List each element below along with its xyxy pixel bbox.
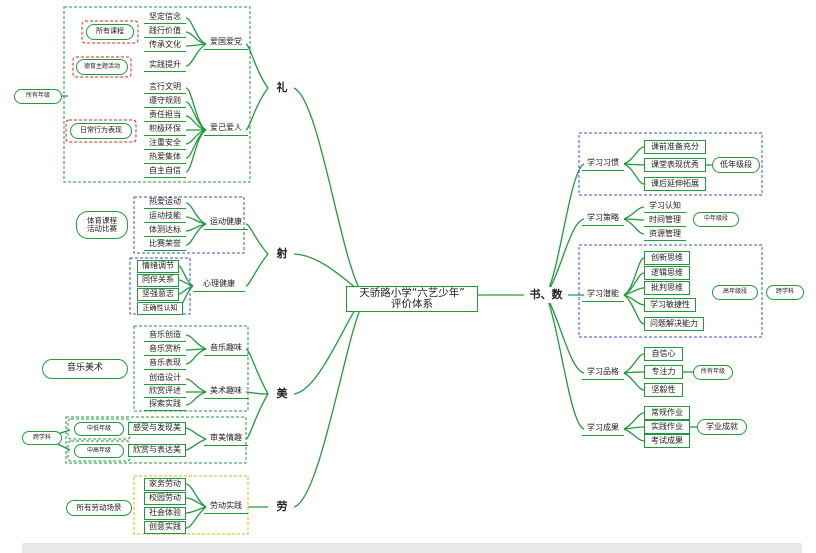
li-aiguo[interactable]: 爱国爱党 [204,36,248,50]
lao-practice[interactable]: 劳动实践 [204,500,248,514]
li-aiji-item[interactable]: 言行文明 [144,81,186,94]
she-health-item[interactable]: 比赛荣誉 [144,238,186,251]
li-aiji[interactable]: 爱己爱人 [204,122,248,136]
shu-habit-item[interactable]: 课堂表现优秀 [644,158,706,172]
shu-strategy-item[interactable]: 时间管理 [644,214,686,227]
li-tag-daily[interactable]: 日常行为表现 [70,123,132,139]
she-mental-item[interactable]: 情绪调节 [137,260,179,273]
shu-potential-item[interactable]: 创新思维 [644,251,690,265]
branch-shu[interactable]: 书、数 [524,287,568,303]
she-mental-item[interactable]: 正确性认知 [137,302,183,315]
shu-habit-item[interactable]: 课前准备充分 [644,140,706,154]
mei-art-item[interactable]: 欣赏评述 [144,385,186,398]
shu-quality-item[interactable]: 自信心 [644,347,683,361]
mei-art-item[interactable]: 探索实践 [144,398,186,411]
li-aiguo-item[interactable]: 传承文化 [144,39,186,52]
shu-strategy-item[interactable]: 学习认知 [644,200,686,213]
li-aiji-item[interactable]: 热爱集体 [144,151,186,164]
li-tag-all-grades[interactable]: 所有年级 [14,89,62,104]
shu-habit-item[interactable]: 课后延伸拓展 [644,177,706,191]
mei-tag-mid[interactable]: 中低年级 [74,422,124,436]
she-tag-pe-text: 体育课程 活动比赛 [87,216,117,233]
branch-she[interactable]: 射 [272,246,292,262]
shu-potential-item[interactable]: 逻辑思维 [644,266,690,280]
mei-music-item[interactable]: 音乐创造 [144,329,186,342]
she-health-item[interactable]: 体测达标 [144,224,186,237]
li-aiguo-item[interactable]: 实践提升 [144,59,186,72]
mei-aes-item[interactable]: 欣赏与表达美 [128,444,186,457]
branch-li[interactable]: 礼 [272,80,292,96]
lao-item[interactable]: 社会体验 [144,507,186,520]
root-title-line1: 天骄路小学“六艺少年” [359,286,465,299]
she-health-item[interactable]: 运动技能 [144,210,186,223]
shu-tag-mid[interactable]: 中年级段 [693,212,739,227]
li-aiguo-item[interactable]: 坚定信念 [144,11,186,24]
mei-tag-art[interactable]: 音乐美术 [42,359,128,379]
shu-result[interactable]: 学习成果 [582,422,624,436]
shu-result-item[interactable]: 实践作业 [644,420,690,434]
shu-potential[interactable]: 学习潜能 [582,288,624,302]
lao-item[interactable]: 创意实践 [144,521,186,534]
lao-tag-scene[interactable]: 所有劳动场景 [66,500,132,516]
shu-tag-high[interactable]: 高年级段 [712,285,758,300]
shu-quality[interactable]: 学习品格 [582,366,624,380]
shu-potential-item[interactable]: 批判思维 [644,281,690,295]
li-aiji-item[interactable]: 积极环保 [144,123,186,136]
mei-aes-item[interactable]: 感受与发现美 [128,422,186,435]
shu-strategy-item[interactable]: 资源管理 [644,228,686,241]
shu-strategy[interactable]: 学习策略 [582,212,624,226]
li-tag-courses[interactable]: 所有课程 [86,24,134,40]
she-mental-item[interactable]: 坚强意志 [137,288,179,301]
li-aiji-item[interactable]: 责任担当 [144,109,186,122]
shu-potential-item[interactable]: 学习敏捷性 [644,298,696,312]
mei-music-item[interactable]: 音乐表现 [144,357,186,370]
mei-aesthetic[interactable]: 审美情趣 [204,432,248,446]
she-health[interactable]: 运动健康 [204,216,248,230]
li-aiji-item[interactable]: 自主自信 [144,165,186,178]
li-aiji-item[interactable]: 注重安全 [144,137,186,150]
she-mental-item[interactable]: 同伴关系 [137,274,179,287]
shu-quality-item[interactable]: 专注力 [644,365,683,379]
shu-tag-low[interactable]: 低年级段 [712,157,760,173]
shu-tag-all[interactable]: 所有年级 [693,365,733,380]
shu-quality-item[interactable]: 坚毅性 [644,383,683,397]
li-tag-moral[interactable]: 德育主题活动 [76,59,128,75]
shu-result-item[interactable]: 常规作业 [644,406,690,420]
shu-tag-cross[interactable]: 跨学科 [766,285,804,300]
root-node[interactable]: 天骄路小学“六艺少年” 评价体系 [346,286,478,312]
she-tag-pe[interactable]: 体育课程 活动比赛 [76,211,128,239]
root-title-line2: 评价体系 [391,298,433,310]
lao-item[interactable]: 家务劳动 [144,478,186,491]
branch-lao[interactable]: 劳 [272,499,292,515]
mei-art-item[interactable]: 创造设计 [144,372,186,385]
li-aiguo-item[interactable]: 践行价值 [144,25,186,38]
branch-mei[interactable]: 美 [272,386,292,402]
bottom-scroll-strip [22,543,802,553]
mei-tag-cross[interactable]: 跨学科 [22,431,62,445]
she-health-item[interactable]: 热爱运动 [144,196,186,209]
shu-tag-score[interactable]: 学业成就 [697,419,747,435]
mei-music-item[interactable]: 音乐赏析 [144,343,186,356]
shu-result-item[interactable]: 考试成果 [644,434,690,448]
shu-potential-item[interactable]: 问题解决能力 [644,317,704,331]
mei-art[interactable]: 美术趣味 [204,385,248,399]
she-mental[interactable]: 心理健康 [193,278,245,292]
lao-item[interactable]: 校园劳动 [144,492,186,505]
li-aiji-item[interactable]: 遵守规则 [144,95,186,108]
mei-music[interactable]: 音乐趣味 [204,342,248,356]
mei-tag-high[interactable]: 中高年级 [74,444,124,458]
shu-habit[interactable]: 学习习惯 [582,157,624,171]
